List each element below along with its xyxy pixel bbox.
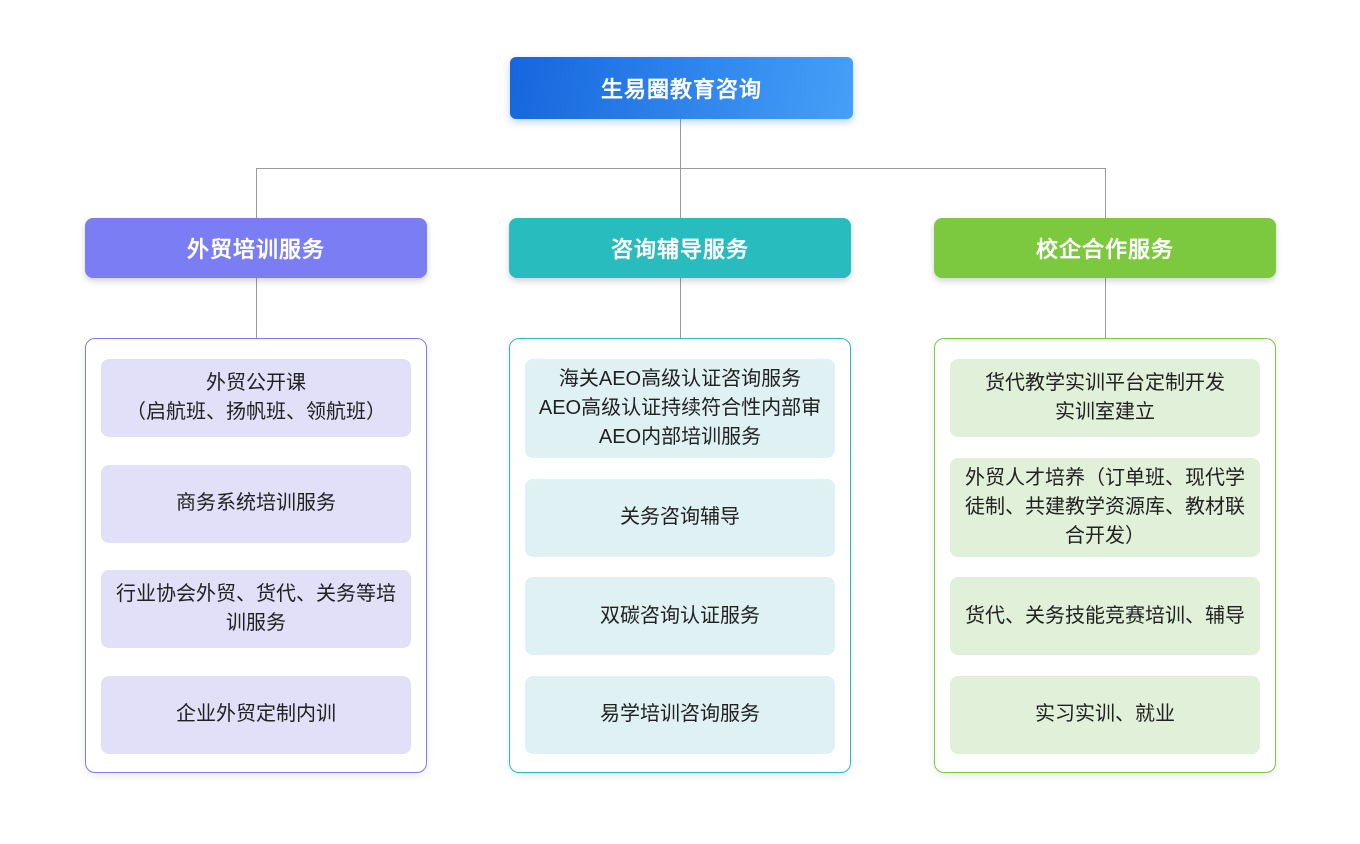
leaf-node: 货代、关务技能竞赛培训、辅导	[950, 577, 1260, 656]
branch-column-trade-training: 外贸培训服务 外贸公开课 （启航班、扬帆班、领航班） 商务系统培训服务 行业协会…	[85, 218, 427, 773]
connector-drop-right	[1105, 168, 1106, 218]
leaf-node: 行业协会外贸、货代、关务等培训服务	[101, 570, 411, 649]
root-node-label: 生易圈教育咨询	[600, 77, 762, 102]
leaf-node: 实习实训、就业	[950, 675, 1260, 754]
leaf-node: 关务咨询辅导	[525, 478, 835, 557]
leaf-node: 货代教学实训平台定制开发 实训室建立	[950, 359, 1260, 437]
connector-horizontal-bar	[256, 168, 1106, 169]
branch-header-label: 校企合作服务	[1035, 237, 1174, 262]
branch-column-consulting: 咨询辅导服务 海关AEO高级认证咨询服务 AEO高级认证持续符合性内部审 AEO…	[509, 218, 851, 773]
branch-header: 外贸培训服务	[85, 218, 427, 278]
connector-root-stem	[680, 119, 681, 168]
leaf-node: 海关AEO高级认证咨询服务 AEO高级认证持续符合性内部审 AEO内部培训服务	[525, 359, 835, 458]
branch-header-label: 外贸培训服务	[186, 237, 325, 262]
connector-stem-right	[1105, 278, 1106, 338]
leaf-node: 商务系统培训服务	[101, 464, 411, 543]
connector-drop-middle	[680, 168, 681, 218]
branch-container: 货代教学实训平台定制开发 实训室建立 外贸人才培养（订单班、现代学徒制、共建教学…	[934, 338, 1276, 773]
connector-stem-left	[256, 278, 257, 338]
branch-container: 外贸公开课 （启航班、扬帆班、领航班） 商务系统培训服务 行业协会外贸、货代、关…	[85, 338, 427, 773]
leaf-node: 双碳咨询认证服务	[525, 577, 835, 656]
root-node: 生易圈教育咨询	[510, 57, 853, 119]
branch-header: 校企合作服务	[934, 218, 1276, 278]
leaf-node: 外贸公开课 （启航班、扬帆班、领航班）	[101, 359, 411, 437]
leaf-node: 企业外贸定制内训	[101, 675, 411, 754]
connector-drop-left	[256, 168, 257, 218]
leaf-node: 易学培训咨询服务	[525, 675, 835, 754]
branch-container: 海关AEO高级认证咨询服务 AEO高级认证持续符合性内部审 AEO内部培训服务 …	[509, 338, 851, 773]
connector-stem-middle	[680, 278, 681, 338]
branch-header-label: 咨询辅导服务	[610, 237, 749, 262]
branch-header: 咨询辅导服务	[509, 218, 851, 278]
leaf-node: 外贸人才培养（订单班、现代学徒制、共建教学资源库、教材联合开发）	[950, 457, 1260, 557]
branch-column-school-enterprise: 校企合作服务 货代教学实训平台定制开发 实训室建立 外贸人才培养（订单班、现代学…	[934, 218, 1276, 773]
